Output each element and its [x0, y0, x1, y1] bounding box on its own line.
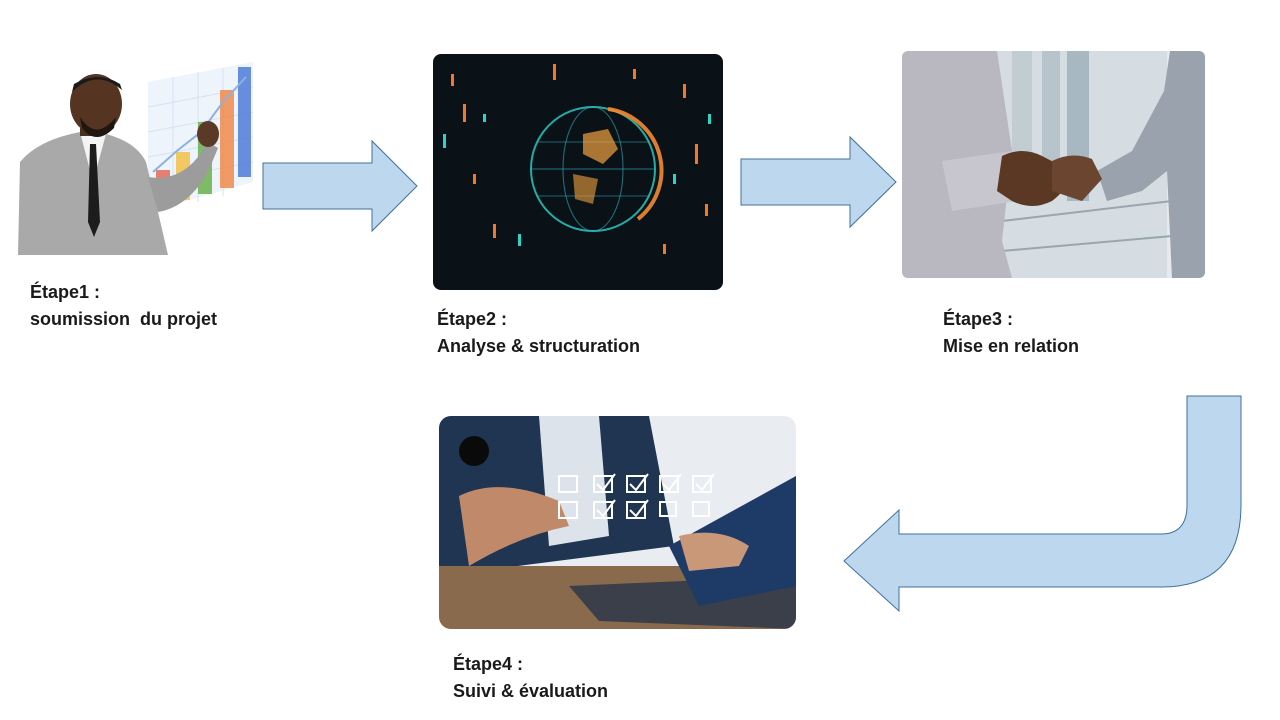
- step2-photo: [433, 54, 723, 290]
- step3-title: Mise en relation: [943, 336, 1080, 356]
- step4-title: Suivi & évaluation: [453, 681, 609, 701]
- u-turn-arrow-shape: [843, 395, 1242, 613]
- right-arrow-1-shape: [262, 139, 418, 233]
- step2-label: Étape2 :: [437, 309, 508, 329]
- step2-caption: Étape2 : Analyse & structuration: [437, 306, 640, 360]
- step4-caption: Étape4 : Suivi & évaluation: [453, 651, 608, 705]
- step4-photo: [439, 416, 796, 629]
- right-arrow-1: [262, 139, 418, 233]
- step1-label: Étape1 :: [30, 282, 101, 302]
- step3-label: Étape3 :: [943, 309, 1014, 329]
- step1-caption: Étape1 : soumission du projet: [30, 279, 217, 333]
- step3-photo: [902, 51, 1205, 278]
- right-arrow-2: [740, 135, 897, 229]
- u-turn-arrow: [843, 395, 1243, 613]
- step1-photo: [18, 62, 258, 255]
- step1-title: soumission du projet: [30, 309, 218, 329]
- step3-caption: Étape3 : Mise en relation: [943, 306, 1079, 360]
- step2-title: Analyse & structuration: [437, 336, 641, 356]
- right-arrow-2-shape: [740, 135, 897, 229]
- step4-label: Étape4 :: [453, 654, 524, 674]
